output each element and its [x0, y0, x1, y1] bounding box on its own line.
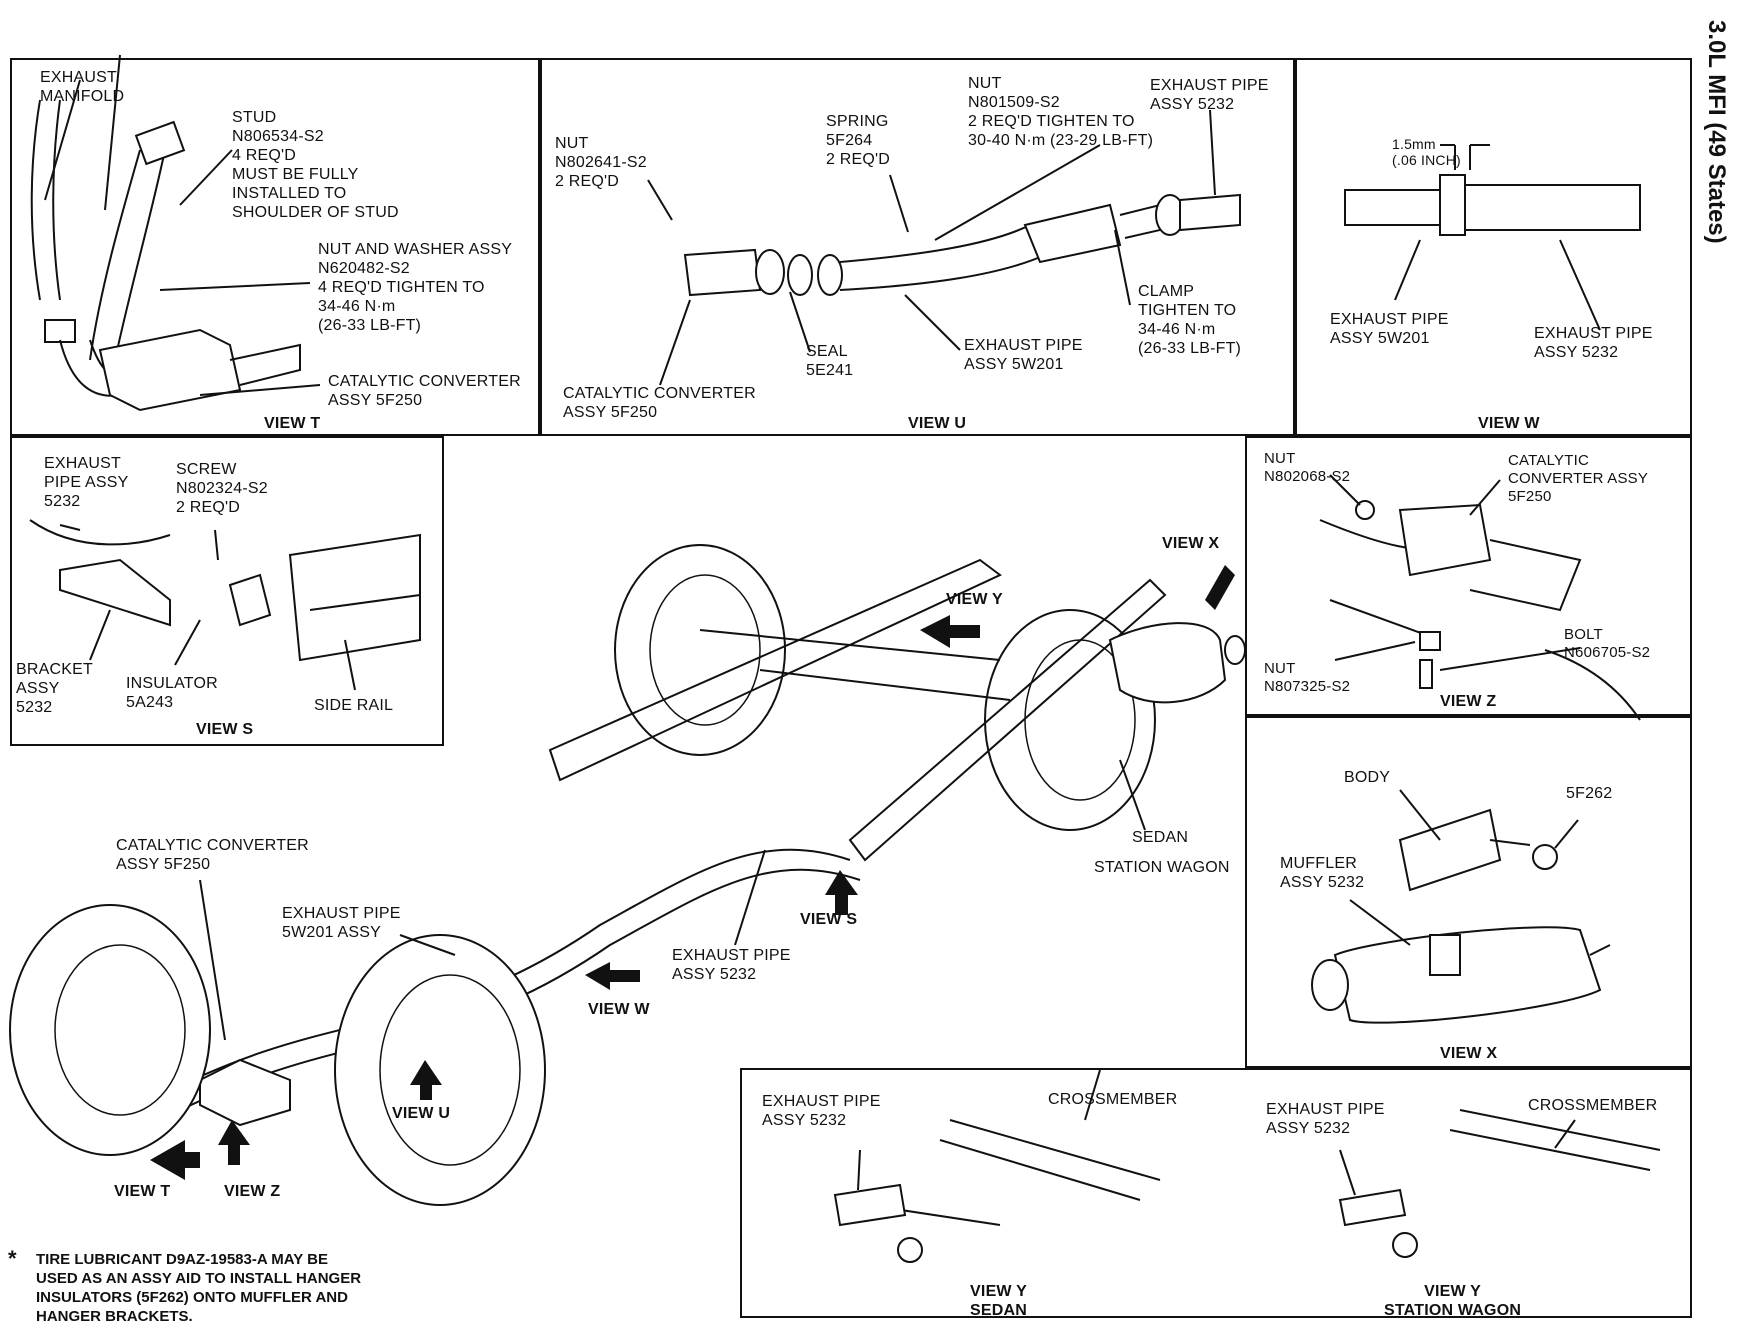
view-y-caption-right: VIEW Y STATION WAGON: [1384, 1283, 1522, 1319]
view-y-caption-left: VIEW Y SEDAN: [970, 1283, 1028, 1319]
main-view-z-label: VIEW Z: [224, 1183, 281, 1200]
main-view-u-label: VIEW U: [392, 1105, 451, 1122]
view-s-insulator-label: INSULATOR 5A243: [126, 675, 218, 711]
view-u-panel: [540, 58, 1295, 436]
view-z-nut-a-label: NUT N802068-S2: [1264, 450, 1351, 485]
main-view-w-label: VIEW W: [588, 1001, 650, 1018]
view-s-panel: [10, 436, 444, 746]
view-w-panel: [1295, 58, 1692, 436]
view-u-catalytic-label: CATALYTIC CONVERTER ASSY 5F250: [563, 385, 756, 421]
view-z-caption: VIEW Z: [1440, 693, 1497, 710]
view-w-gap-label: 1.5mm (.06 INCH): [1392, 136, 1461, 168]
view-t-arrow-icon: [150, 1140, 200, 1180]
view-z-arrow-icon: [218, 1120, 250, 1165]
view-z-nut-b-label: NUT N807325-S2: [1264, 660, 1351, 695]
view-w-arrow-icon: [585, 962, 640, 990]
view-w-pipe-5w201-label: EXHAUST PIPE ASSY 5W201: [1330, 311, 1449, 347]
view-u-drawing: [647, 109, 1241, 386]
view-u-nut-b-label: NUT N801509-S2 2 REQ'D TIGHTEN TO 30-40 …: [968, 75, 1154, 149]
main-sedan-label: SEDAN: [1132, 829, 1189, 846]
view-z-drawing: [1319, 474, 1641, 721]
view-t-nut-washer-label: NUT AND WASHER ASSY N620482-S2 4 REQ'D T…: [318, 241, 513, 334]
view-u-exhaust-pipe-5232-label: EXHAUST PIPE ASSY 5232: [1150, 77, 1269, 113]
view-x-arrow-icon: [1205, 565, 1235, 610]
view-z-panel: [1245, 436, 1692, 716]
view-y-drawing: [833, 1069, 1661, 1263]
view-y-pipe-left-label: EXHAUST PIPE ASSY 5232: [762, 1093, 881, 1129]
view-x-body-label: BODY: [1344, 769, 1391, 786]
view-u-caption: VIEW U: [908, 415, 967, 432]
view-t-panel: [10, 58, 540, 436]
main-view-x-label: VIEW X: [1162, 535, 1220, 552]
view-w-caption: VIEW W: [1478, 415, 1540, 432]
main-view-y-label: VIEW Y: [946, 591, 1003, 608]
view-x-drawing: [1311, 789, 1611, 1024]
view-u-seal-label: SEAL 5E241: [806, 343, 854, 379]
view-y-pipe-right-label: EXHAUST PIPE ASSY 5232: [1266, 1101, 1385, 1137]
view-t-exhaust-manifold-label: EXHAUST MANIFOLD: [40, 69, 125, 105]
view-t-drawing: [30, 54, 321, 412]
view-t-catalytic-label: CATALYTIC CONVERTER ASSY 5F250: [328, 373, 521, 409]
view-s-caption: VIEW S: [196, 721, 254, 738]
view-z-bolt-label: BOLT N606705-S2: [1564, 626, 1651, 661]
view-x-muffler-label: MUFFLER ASSY 5232: [1280, 855, 1365, 891]
side-title-text: 3.0L MFI (49 States): [1703, 20, 1730, 244]
view-w-drawing: [1344, 144, 1641, 331]
view-t-stud-label: STUD N806534-S2 4 REQ'D MUST BE FULLY IN…: [232, 109, 399, 221]
view-u-exhaust-pipe-5w201-label: EXHAUST PIPE ASSY 5W201: [964, 337, 1083, 373]
view-u-arrow-icon: [410, 1060, 442, 1100]
main-view-t-label: VIEW T: [114, 1183, 171, 1200]
view-u-spring-label: SPRING 5F264 2 REQ'D: [826, 113, 891, 168]
view-y-arrow-icon: [920, 615, 980, 648]
view-u-clamp-label: CLAMP TIGHTEN TO 34-46 N·m (26-33 LB-FT): [1138, 283, 1242, 357]
footnote: TIRE LUBRICANT D9AZ-19583-A MAY BE USED …: [36, 1251, 362, 1325]
main-view-s-label: VIEW S: [800, 911, 858, 928]
view-s-exhaust-pipe-label: EXHAUST PIPE ASSY 5232: [44, 455, 129, 510]
view-x-caption: VIEW X: [1440, 1045, 1498, 1062]
main-catalytic-label: CATALYTIC CONVERTER ASSY 5F250: [116, 837, 309, 873]
view-s-side-rail-label: SIDE RAIL: [314, 697, 394, 714]
view-x-part-label: 5F262: [1566, 785, 1613, 802]
view-w-pipe-5232-label: EXHAUST PIPE ASSY 5232: [1534, 325, 1653, 361]
main-station-wagon-label: STATION WAGON: [1094, 859, 1230, 876]
view-z-catalytic-label: CATALYTIC CONVERTER ASSY 5F250: [1508, 452, 1649, 505]
view-t-caption: VIEW T: [264, 415, 321, 432]
main-pipe-5232-label: EXHAUST PIPE ASSY 5232: [672, 947, 791, 983]
view-y-panel: [740, 1068, 1692, 1318]
note-star-icon: *: [8, 1246, 17, 1271]
side-title: 3.0L MFI (49 States): [1700, 20, 1740, 340]
view-s-bracket-label: BRACKET ASSY 5232: [16, 661, 93, 716]
view-y-crossmember-right-label: CROSSMEMBER: [1528, 1097, 1658, 1114]
main-vehicle-drawing: [9, 544, 1246, 1206]
view-u-nut-a-label: NUT N802641-S2 2 REQ'D: [555, 135, 647, 190]
view-s-screw-label: SCREW N802324-S2 2 REQ'D: [176, 461, 268, 516]
view-x-panel: [1245, 716, 1692, 1068]
view-s-arrow-icon: [825, 870, 858, 915]
view-s-drawing: [29, 519, 421, 691]
view-y-crossmember-left-label: CROSSMEMBER: [1048, 1091, 1178, 1108]
main-pipe-5w201-label: EXHAUST PIPE 5W201 ASSY: [282, 905, 401, 941]
